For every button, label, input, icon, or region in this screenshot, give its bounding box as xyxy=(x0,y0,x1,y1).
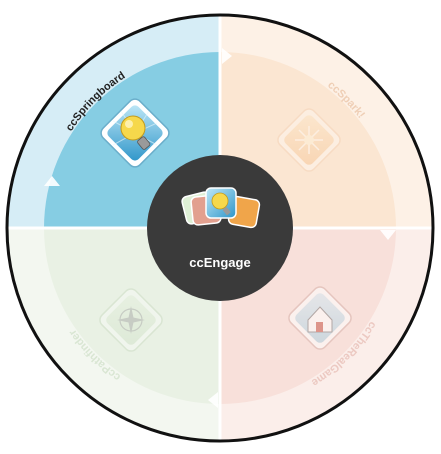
arrow-therealgame xyxy=(380,230,396,240)
app-stack-icon xyxy=(181,187,261,229)
arrow-pathfinder xyxy=(208,392,218,408)
arrow-springboard xyxy=(44,176,60,186)
wheel-outline xyxy=(5,13,435,443)
lightbulb-icon[interactable] xyxy=(98,96,172,170)
spark-burst-icon[interactable] xyxy=(275,106,343,174)
center-circle[interactable] xyxy=(147,155,293,301)
compass-icon[interactable] xyxy=(97,286,165,354)
house-icon[interactable] xyxy=(286,284,354,352)
center-label: ccEngage xyxy=(189,255,250,270)
arrow-spark xyxy=(222,48,232,64)
ring-arrows xyxy=(44,48,396,408)
